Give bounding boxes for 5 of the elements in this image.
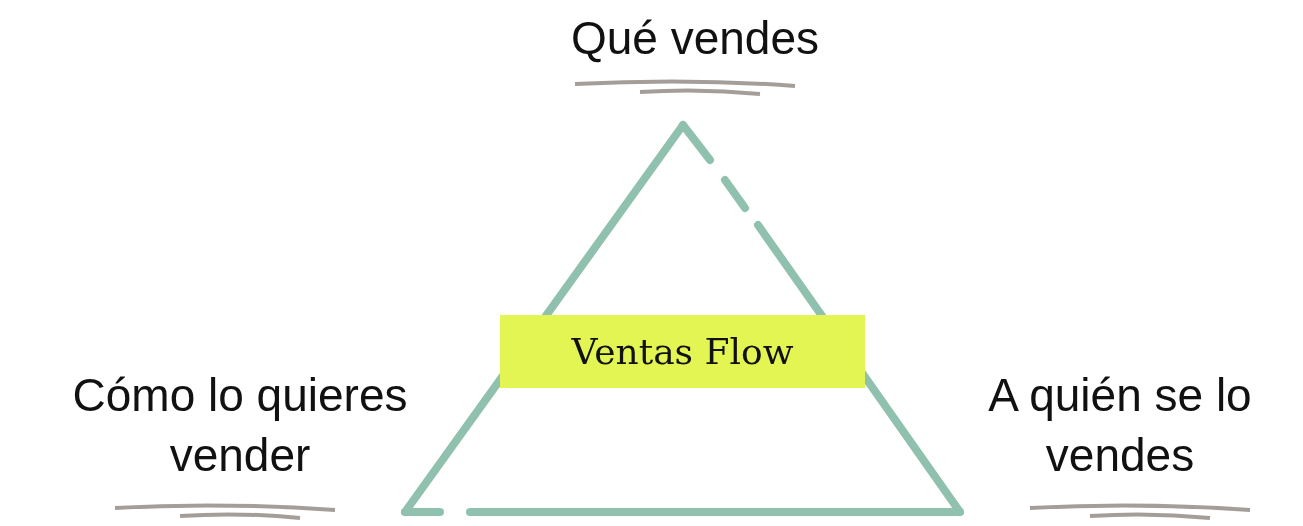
corner-label: A quién se lo vendes: [987, 368, 1253, 483]
corner-label: Qué vendes: [569, 11, 821, 66]
highlight-box: [500, 315, 865, 388]
title-text: Ventas Flow: [571, 331, 794, 372]
corner-label: Cómo lo quieres vender: [71, 368, 409, 483]
